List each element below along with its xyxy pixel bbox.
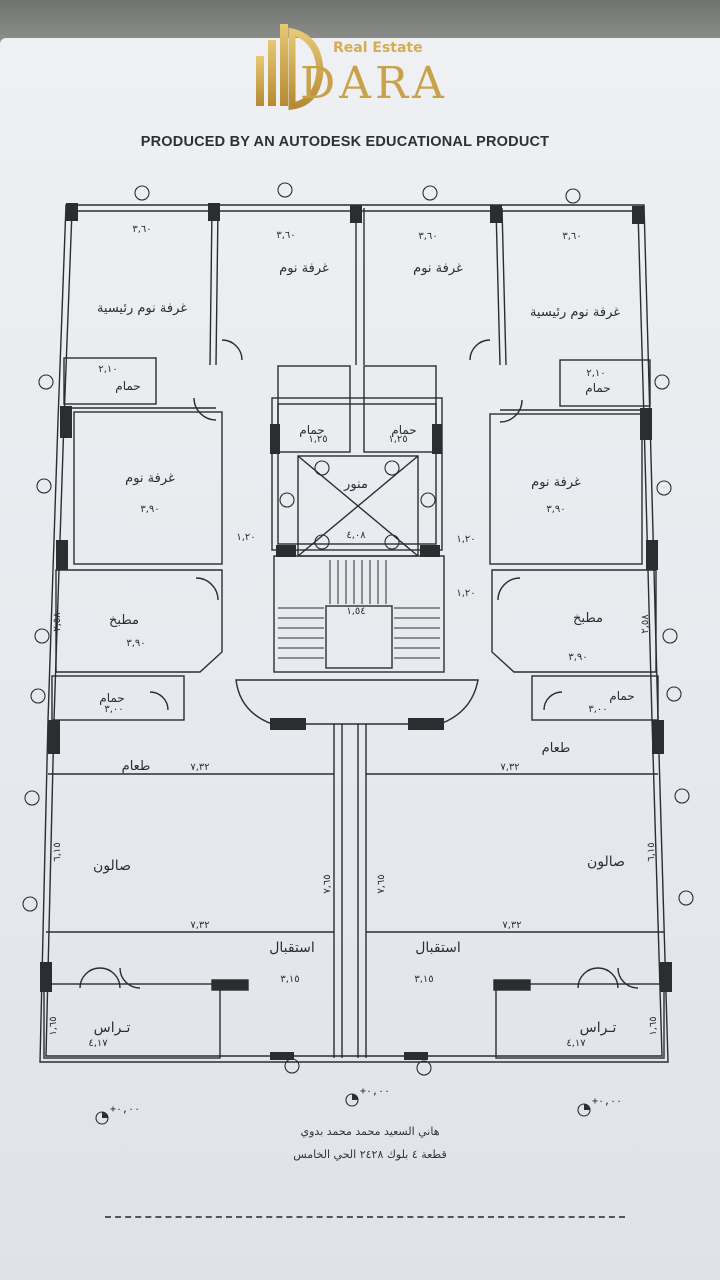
owner-name: هاني السعيد محمد محمد بدوي	[300, 1125, 440, 1138]
produced-by-banner: PRODUCED BY AN AUTODESK EDUCATIONAL PROD…	[140, 134, 550, 150]
dimension-label: ١,٢٠	[456, 588, 475, 599]
room-label-dining-left: طعام	[122, 759, 151, 774]
footer-dashed-line	[105, 1216, 625, 1218]
level-marker-right: +٠,٠٠	[592, 1096, 623, 1107]
room-label-dining-right: طعام	[542, 741, 571, 756]
dimension-label: ٦,١٥	[52, 842, 63, 861]
dimension-label: ٧,٦٥	[376, 874, 387, 893]
room-label-kitchen-left: مطبخ	[109, 613, 139, 628]
dimension-label: ٣,٦٠	[418, 231, 437, 242]
room-label-bath-master-right: حمام	[585, 381, 610, 395]
dimension-label: ١,٢٠	[236, 532, 255, 543]
dimension-label: ٣,٠٠	[588, 704, 607, 715]
dimension-label: ٤,١٧	[88, 1038, 108, 1049]
dimension-label: ٣,٦٠	[132, 224, 151, 235]
room-label-light-well: منور	[343, 477, 368, 492]
dimension-label: ٢,٥٨	[640, 614, 651, 634]
dimension-label: ٣,٩٠	[140, 504, 159, 515]
lot-info: قطعة ٤ بلوك ٢٤٢٨ الحي الخامس	[293, 1148, 447, 1161]
room-label-bath-master-left: حمام	[115, 379, 140, 393]
room-label-salon-left: صالون	[93, 858, 131, 874]
room-label-bedroom-mid-left: غرفة نوم	[125, 471, 175, 486]
dimension-label: ١,٦٥	[648, 1016, 659, 1035]
drawing-sheet	[0, 38, 720, 1280]
dimension-label: ٤,١٧	[566, 1038, 586, 1049]
dimension-label: ١,٢٥	[308, 434, 327, 445]
room-label-terrace-left: تـراس	[94, 1020, 131, 1036]
room-label-bath-lower-left: حمام	[99, 691, 124, 705]
dimension-label: ٦,١٥	[646, 842, 657, 861]
dimension-label: ٧,٦٥	[322, 874, 333, 893]
dimension-label: ١,٦٥	[48, 1016, 59, 1035]
room-label-salon-right: صالون	[587, 854, 625, 870]
room-label-bedroom-top-right: غرفة نوم	[413, 261, 463, 276]
dara-logo-icon	[256, 24, 324, 111]
dimension-label: ٣,٦٠	[562, 231, 581, 242]
dimension-label: ١,٥٤	[346, 606, 365, 617]
dimension-label: ٣,٩٠	[568, 652, 587, 663]
logo-wordmark: DARA	[300, 58, 448, 109]
room-label-reception-right: استقبال	[415, 940, 461, 956]
outer-wall	[39, 204, 669, 1063]
room-label-master-bedroom-left: غرفة نوم رئيسية	[97, 301, 187, 316]
dimension-label: ٢,٥٨	[52, 612, 63, 632]
room-label-master-bedroom-right: غرفة نوم رئيسية	[530, 305, 620, 320]
dimension-label: ٣,١٥	[280, 974, 299, 985]
dimension-label: ٢,١٠	[98, 364, 117, 375]
room-label-terrace-right: تـراس	[580, 1020, 617, 1036]
room-label-bedroom-mid-right: غرفة نوم	[531, 475, 581, 490]
dimension-label: ٣,١٥	[414, 974, 433, 985]
dimension-label: ٢,١٠	[586, 368, 605, 379]
outer-wall-inner	[45, 210, 663, 1057]
logo-subtitle: Real Estate	[333, 40, 423, 56]
room-label-bath-core-left: حمام	[299, 423, 324, 437]
dimension-label: ٣,٩٠	[546, 504, 565, 515]
dimension-label: ٧,٣٢	[500, 762, 519, 773]
dimension-label: ٧,٣٢	[190, 762, 209, 773]
dimension-label: ٣,٠٠	[104, 704, 123, 715]
room-label-bath-lower-right: حمام	[609, 689, 634, 703]
dimension-label: ١,٢٥	[388, 434, 407, 445]
room-label-bath-core-right: حمام	[391, 423, 416, 437]
dimension-label: ٣,٦٠	[276, 230, 295, 241]
room-label-kitchen-right: مطبخ	[573, 611, 603, 626]
dimension-label: ١,٢٠	[456, 534, 475, 545]
dimension-label: ٤,٠٨	[346, 530, 366, 541]
dimension-label: ٧,٣٢	[190, 920, 209, 931]
level-marker-center: +٠,٠٠	[360, 1086, 391, 1097]
dimension-label: ٣,٩٠	[126, 638, 145, 649]
room-label-bedroom-top-left: غرفة نوم	[279, 261, 329, 276]
dimension-label: ٧,٣٢	[502, 920, 521, 931]
level-marker-left: +٠,٠٠	[110, 1104, 141, 1115]
room-label-reception-left: استقبال	[269, 940, 315, 956]
